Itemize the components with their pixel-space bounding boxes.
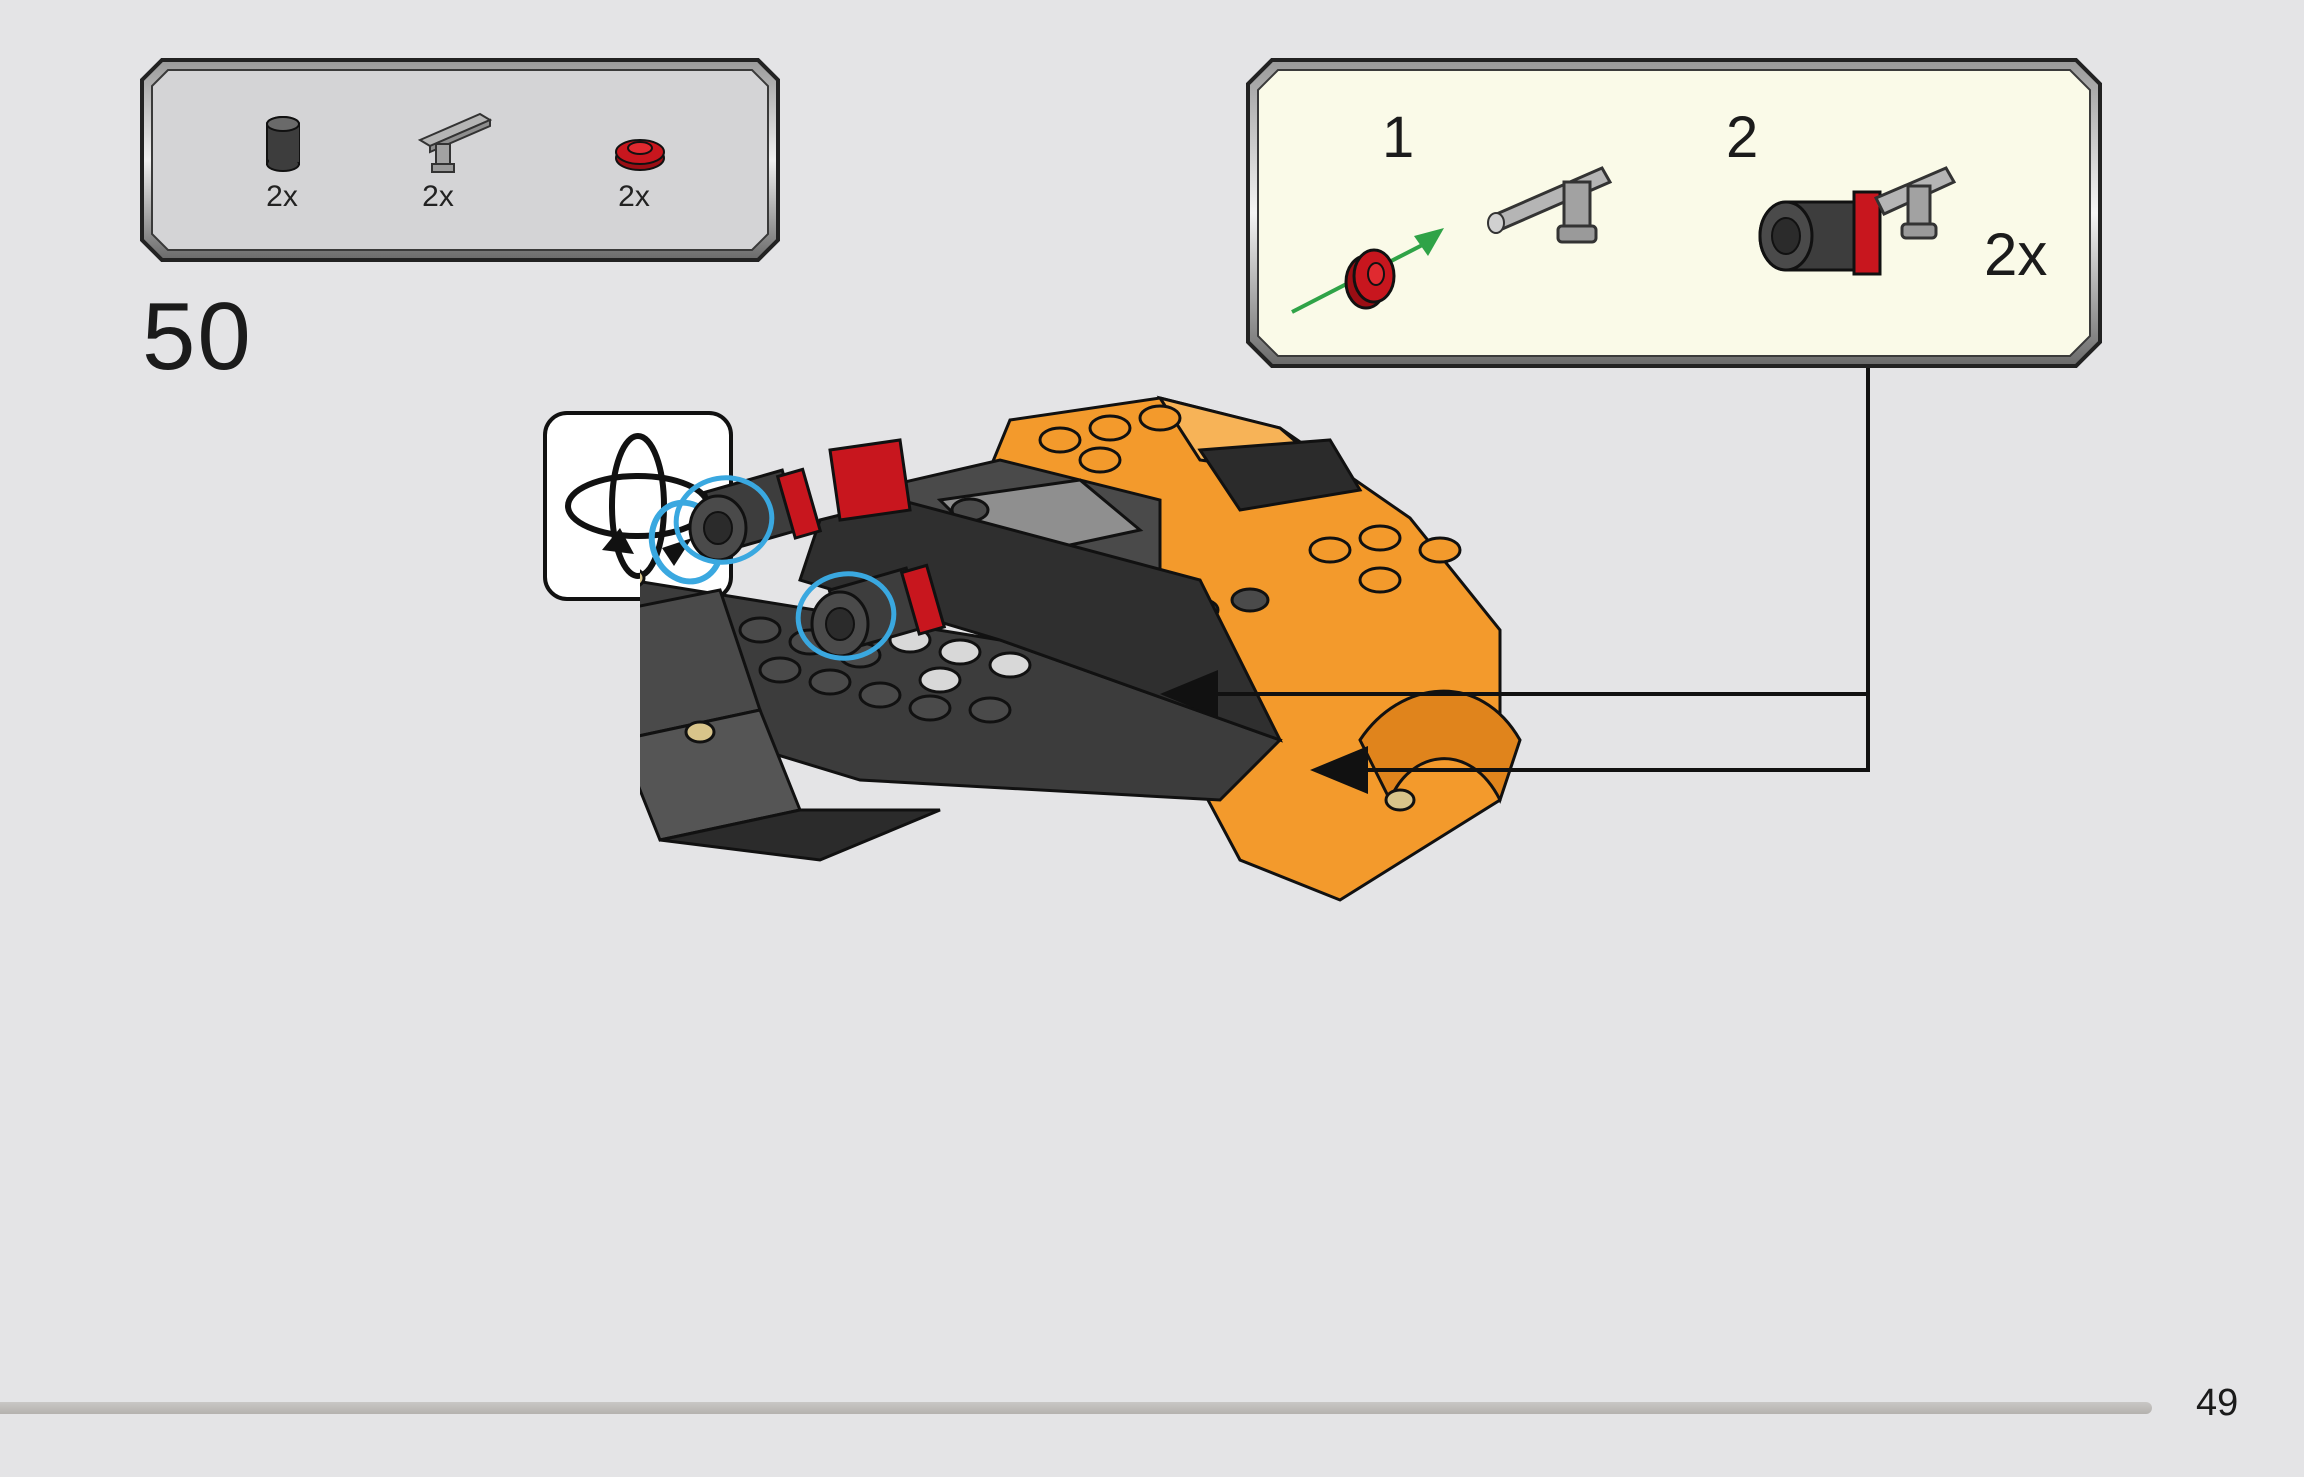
part-quantity: 2x bbox=[422, 180, 454, 213]
sub-step-1-label: 1 bbox=[1382, 105, 1415, 170]
sub-assembly-callout: 1 2 bbox=[1246, 58, 2102, 368]
part-quantity: 2x bbox=[618, 180, 650, 213]
sub-step-1-illustration bbox=[1291, 166, 1613, 314]
round-dark-grey-brick-1x1-icon bbox=[266, 116, 300, 172]
sub-step-2-label: 2 bbox=[1726, 105, 1759, 170]
grey-bar-holder-with-clip-icon bbox=[417, 112, 493, 173]
parts-list-callout: 2x 2x 2x bbox=[140, 58, 780, 262]
red-round-plate-1x1-icon bbox=[615, 139, 665, 171]
sub-assembly-quantity: 2x bbox=[1984, 221, 2048, 288]
page-number: 49 bbox=[2196, 1382, 2239, 1424]
model-illustration bbox=[614, 380, 1770, 1160]
part-quantity: 2x bbox=[266, 180, 298, 213]
sub-step-2-illustration bbox=[1758, 166, 1957, 276]
footer-bar bbox=[0, 1402, 2152, 1414]
step-number: 50 bbox=[142, 283, 253, 390]
